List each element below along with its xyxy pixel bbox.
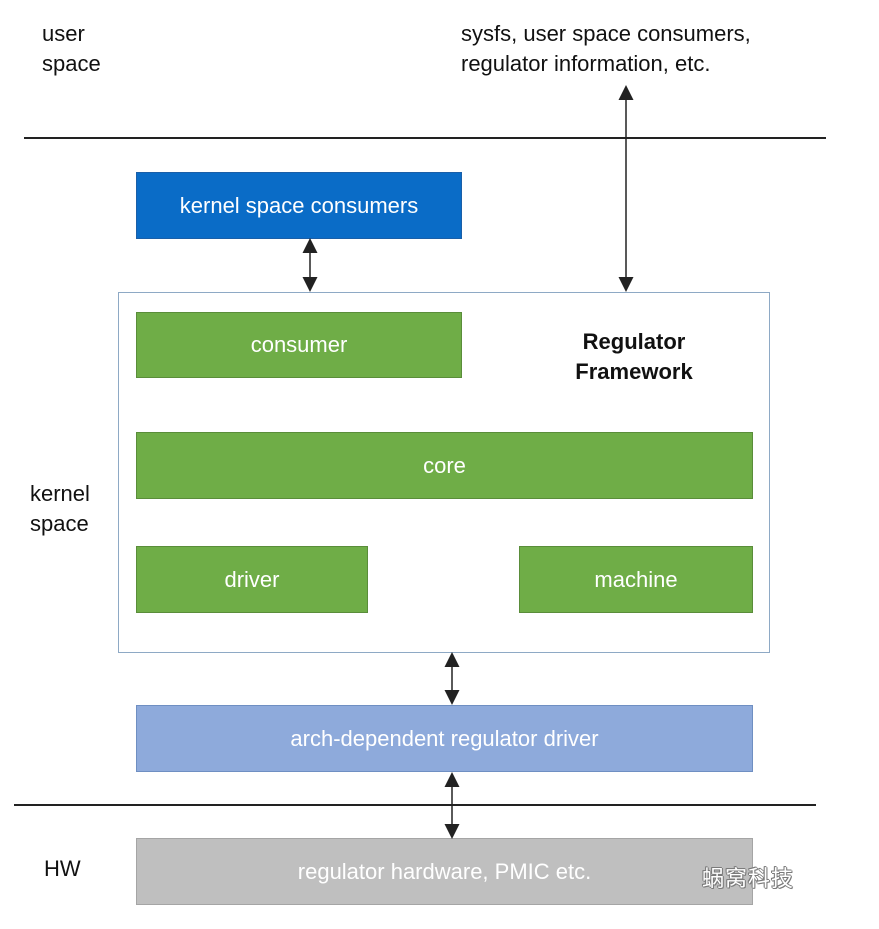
hw-label: HW bbox=[44, 856, 81, 881]
machine-block: machine bbox=[519, 546, 753, 613]
watermark-text: 蜗窝科技 bbox=[702, 866, 795, 891]
consumer-block: consumer bbox=[136, 312, 462, 378]
core-block: core bbox=[136, 432, 753, 499]
driver-block: driver bbox=[136, 546, 368, 613]
regulator-framework-title: Regulator Framework bbox=[575, 329, 693, 384]
kernel-space-consumers-block: kernel space consumers bbox=[136, 172, 462, 239]
regulator-hardware-block: regulator hardware, PMIC etc. bbox=[136, 838, 753, 905]
sysfs-information-label: sysfs, user space consumers, regulator i… bbox=[461, 21, 751, 76]
user-space-label: user space bbox=[42, 21, 101, 76]
kernel-space-label: kernel space bbox=[30, 481, 90, 536]
arch-dependent-regulator-driver-block: arch-dependent regulator driver bbox=[136, 705, 753, 772]
